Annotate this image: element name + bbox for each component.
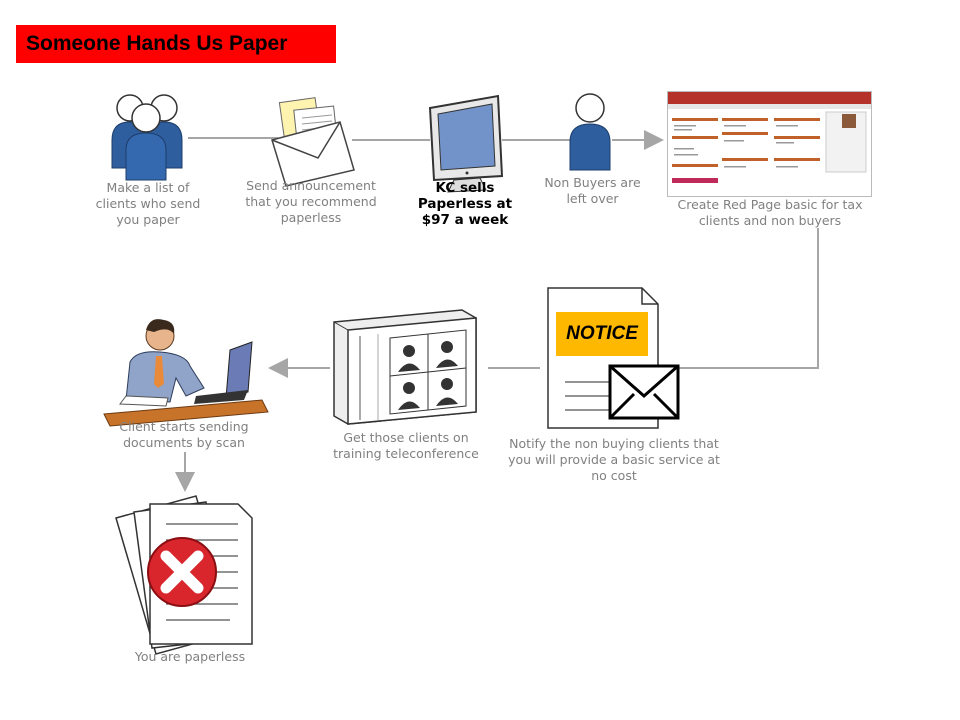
- caption-teleconference: Get those clients on training teleconfer…: [333, 430, 479, 461]
- webpage-screenshot-icon: [667, 91, 872, 197]
- envelope-letter-icon: [271, 97, 355, 187]
- connector-lines: [175, 130, 819, 492]
- caption-paperless: You are paperless: [134, 649, 246, 664]
- caption-kc-sells: KC sells Paperless at $97 a week: [417, 180, 513, 228]
- caption-create-red-page: Create Red Page basic for tax clients an…: [677, 197, 863, 228]
- notice-document-icon: [547, 287, 680, 429]
- page-title: Someone Hands Us Paper: [16, 25, 336, 63]
- rejected-documents-icon: [115, 495, 253, 655]
- caption-make-list: Make a list of clients who send you pape…: [95, 180, 201, 227]
- businessman-computer-icon: [103, 319, 269, 427]
- notice-label: NOTICE: [556, 312, 648, 356]
- caption-notify: Notify the non buying clients that you w…: [508, 436, 720, 483]
- video-conference-icon: [333, 309, 477, 425]
- caption-client-scan: Client starts sending documents by scan: [119, 419, 249, 450]
- caption-non-buyers: Non Buyers are left over: [544, 175, 641, 206]
- group-people-icon: [111, 94, 183, 181]
- monitor-icon: [428, 94, 504, 193]
- caption-send-announcement: Send announcement that you recommend pap…: [245, 178, 377, 225]
- person-icon: [569, 93, 611, 171]
